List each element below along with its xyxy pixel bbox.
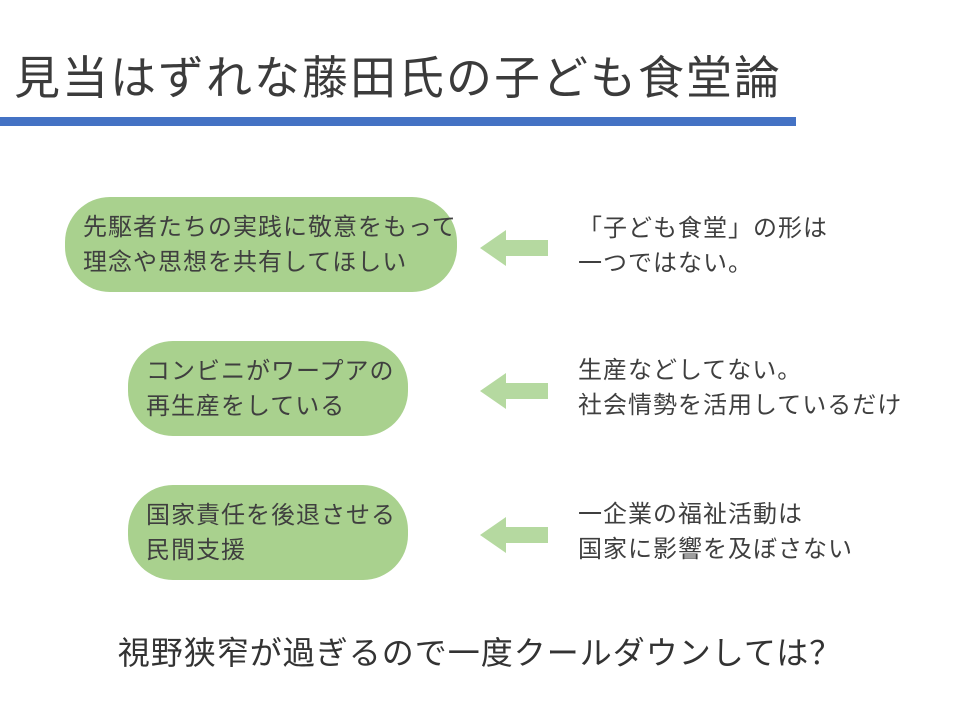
note-2-line-2: 社会情勢を活用しているだけ <box>578 392 903 419</box>
claim-box-1: 先駆者たちの実践に敬意をもって 理念や思想を共有してほしい <box>65 197 457 292</box>
left-arrow-icon <box>480 373 548 409</box>
claim-box-3-line-1: 国家責任を後退させる <box>146 501 396 529</box>
left-arrow-icon <box>480 517 548 553</box>
note-3-line-2: 国家に影響を及ぼさない <box>578 536 853 563</box>
left-arrow-shape <box>480 230 548 266</box>
note-3-line-1: 一企業の福祉活動は <box>578 501 803 528</box>
claim-box-1-line-1: 先駆者たちの実践に敬意をもって <box>83 213 457 241</box>
note-3: 一企業の福祉活動は 国家に影響を及ぼさない <box>578 497 853 567</box>
left-arrow-icon <box>480 230 548 266</box>
slide-title: 見当はずれな藤田氏の子ども食堂論 <box>14 52 782 104</box>
note-1-line-1: 「子ども食堂」の形は <box>578 215 828 242</box>
claim-box-2: コンビニがワープアの 再生産をしている <box>128 341 408 436</box>
note-2-line-1: 生産などしてない。 <box>578 357 803 384</box>
claim-box-2-line-1: コンビニがワープアの <box>146 357 395 385</box>
note-2: 生産などしてない。 社会情勢を活用しているだけ <box>578 353 902 423</box>
claim-box-1-line-2: 理念や思想を共有してほしい <box>83 248 408 276</box>
note-1-line-2: 一つではない。 <box>578 250 753 277</box>
title-underline-rule <box>0 117 796 126</box>
left-arrow-shape <box>480 373 548 409</box>
claim-box-3: 国家責任を後退させる 民間支援 <box>128 485 408 580</box>
claim-box-3-line-2: 民間支援 <box>146 536 246 564</box>
conclusion-text: 視野狭窄が過ぎるので一度クールダウンしては？ <box>117 635 843 671</box>
claim-box-2-line-2: 再生産をしている <box>146 392 346 420</box>
left-arrow-shape <box>480 517 548 553</box>
note-1: 「子ども食堂」の形は 一つではない。 <box>578 211 828 281</box>
